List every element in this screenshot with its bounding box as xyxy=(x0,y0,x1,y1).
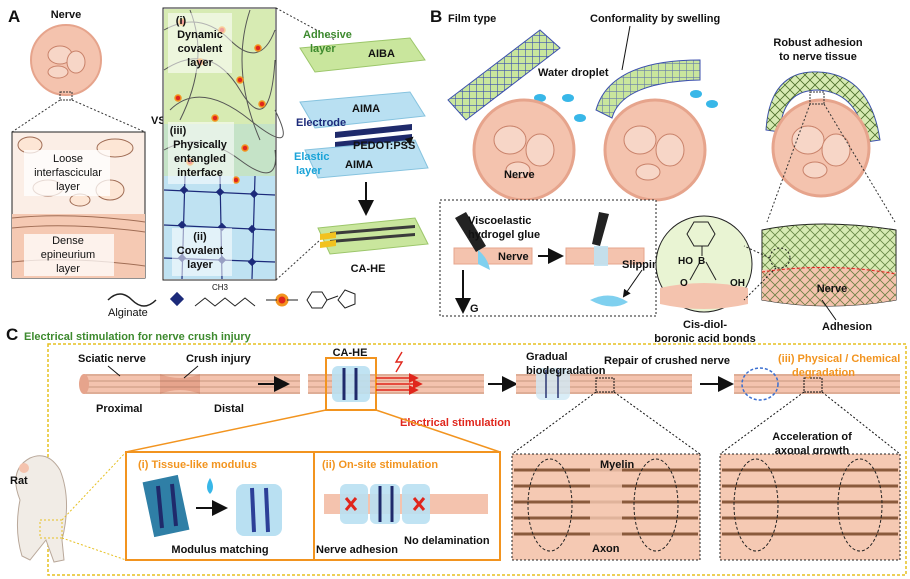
no-delam-label: No delamination xyxy=(404,535,490,547)
dyn-label-1: (i) xyxy=(176,15,187,27)
water-droplet-label: Water droplet xyxy=(538,67,609,79)
dyn-label-2: Dynamic xyxy=(177,29,223,41)
aiba-label: AIBA xyxy=(368,48,395,60)
gradual-label-2: biodegradation xyxy=(526,365,606,377)
conformality-label: Conformality by swelling xyxy=(590,13,720,25)
distal-label: Distal xyxy=(214,403,244,415)
panel-a: A Nerve Loose interfascicul xyxy=(8,7,429,319)
water-droplets-2 xyxy=(690,90,718,108)
inset-box xyxy=(125,409,501,561)
panel-b: B Film type Water droplet Nerve Conforma… xyxy=(430,7,897,345)
nerve-cross-section xyxy=(30,24,102,101)
nerve-b1 xyxy=(472,98,576,202)
nerve-b2 xyxy=(603,98,707,202)
proximal-label: Proximal xyxy=(96,403,142,415)
adhesion-label: Adhesion xyxy=(822,321,872,333)
tissue-layers-box xyxy=(11,131,146,279)
elec-stim-label: Electrical stimulation xyxy=(400,417,511,429)
adhesion-block xyxy=(743,223,897,307)
degraded-nerve xyxy=(734,367,900,401)
boron-label: B xyxy=(698,256,705,267)
cis-diol-circle xyxy=(655,215,753,313)
panel-c-letter: C xyxy=(6,325,18,344)
degr-label-1: (iii) Physical / Chemical xyxy=(778,353,900,365)
phys-label-3: entangled xyxy=(174,153,226,165)
nerve-b3 xyxy=(771,98,871,198)
rat-label: Rat xyxy=(10,475,28,487)
loose-label-2: interfascicular xyxy=(34,167,102,179)
robust-label-2: to nerve tissue xyxy=(779,51,857,63)
gravity-label: G xyxy=(470,303,479,315)
repair-label: Repair of crushed nerve xyxy=(604,355,730,367)
vs-label: VS xyxy=(151,115,166,127)
electrode-label: Electrode xyxy=(296,117,346,129)
stim-arrows xyxy=(376,351,423,395)
slipping-label: Slipping xyxy=(622,259,665,271)
panel-b-letter: B xyxy=(430,7,442,26)
dyn-label-4: layer xyxy=(187,57,213,69)
dense-label-1: Dense xyxy=(52,235,84,247)
nerve-label-a: Nerve xyxy=(51,9,82,21)
dense-label-2: epineurium xyxy=(41,249,95,261)
cahe-label-a: CA-HE xyxy=(351,263,386,275)
rat-illustration xyxy=(15,451,127,563)
degr-label-2: degradation xyxy=(792,367,855,379)
crushed-nerve xyxy=(79,374,300,394)
gradual-label-1: Gradual xyxy=(526,351,568,363)
aima-label-1: AIMA xyxy=(352,103,380,115)
aima-label-2: AIMA xyxy=(345,159,373,171)
cov-label-3: layer xyxy=(187,259,213,271)
dyn-label-3: covalent xyxy=(178,43,223,55)
elastic-label-2: layer xyxy=(296,165,322,177)
film-type-label: Film type xyxy=(448,13,496,25)
chemical-legend: Alginate CH3 xyxy=(107,283,356,319)
cahe-label-c: CA-HE xyxy=(333,347,368,359)
device-layers xyxy=(299,37,429,255)
robust-label-1: Robust adhesion xyxy=(773,37,863,49)
oh-label: OH xyxy=(730,278,745,289)
loose-label-1: Loose xyxy=(53,153,83,165)
elastic-label-1: Elastic xyxy=(294,151,329,163)
panel-c: C Electrical stimulation for nerve crush… xyxy=(6,325,907,576)
o-left-label: O xyxy=(680,278,688,289)
adhesive-label-2: layer xyxy=(310,43,336,55)
cov-label-2: Covalent xyxy=(177,245,224,257)
nerve-label-b2: Nerve xyxy=(498,251,529,263)
adhesive-label-1: Adhesive xyxy=(303,29,352,41)
tissue-like-label: (i) Tissue-like modulus xyxy=(138,459,257,471)
onsite-label: (ii) On-site stimulation xyxy=(322,459,438,471)
cov-label-1: (ii) xyxy=(193,231,207,243)
dense-label-3: layer xyxy=(56,263,80,275)
panel-a-letter: A xyxy=(8,7,20,26)
cis-label-2: boronic acid bonds xyxy=(654,333,755,345)
cis-label-1: Cis-diol- xyxy=(683,319,727,331)
biodeg-nerve xyxy=(516,368,692,400)
legend-alginate-label: Alginate xyxy=(108,307,148,319)
viscoelastic-box xyxy=(439,199,657,317)
axon-zoom-2 xyxy=(719,453,901,561)
nerve-label-b3: Nerve xyxy=(817,283,848,295)
nerve-label-b1: Nerve xyxy=(504,169,535,181)
hydrogel-layers-box xyxy=(162,7,284,281)
visco-label-1: Viscoelastic xyxy=(468,215,531,227)
myelin-label: Myelin xyxy=(600,459,635,471)
sciatic-label: Sciatic nerve xyxy=(78,353,146,365)
legend-ch3-label: CH3 xyxy=(212,283,229,292)
loose-label-3: layer xyxy=(56,181,80,193)
phys-label-4: interface xyxy=(177,167,223,179)
phys-label-2: Physically xyxy=(173,139,228,151)
phys-label-1: (iii) xyxy=(170,125,187,137)
axon-zoom-1 xyxy=(511,453,701,561)
crush-label: Crush injury xyxy=(186,353,252,365)
panel-c-title: Electrical stimulation for nerve crush i… xyxy=(24,331,252,343)
accel-label-1: Acceleration of xyxy=(772,431,852,443)
ho-label: HO xyxy=(678,256,693,267)
visco-label-2: hydrogel glue xyxy=(468,229,540,241)
pedot-label: PEDOT:PSS xyxy=(353,140,415,152)
nerve-adhesion-label: Nerve adhesion xyxy=(316,544,398,556)
modulus-matching-label: Modulus matching xyxy=(171,544,268,556)
axon-label: Axon xyxy=(592,543,620,555)
